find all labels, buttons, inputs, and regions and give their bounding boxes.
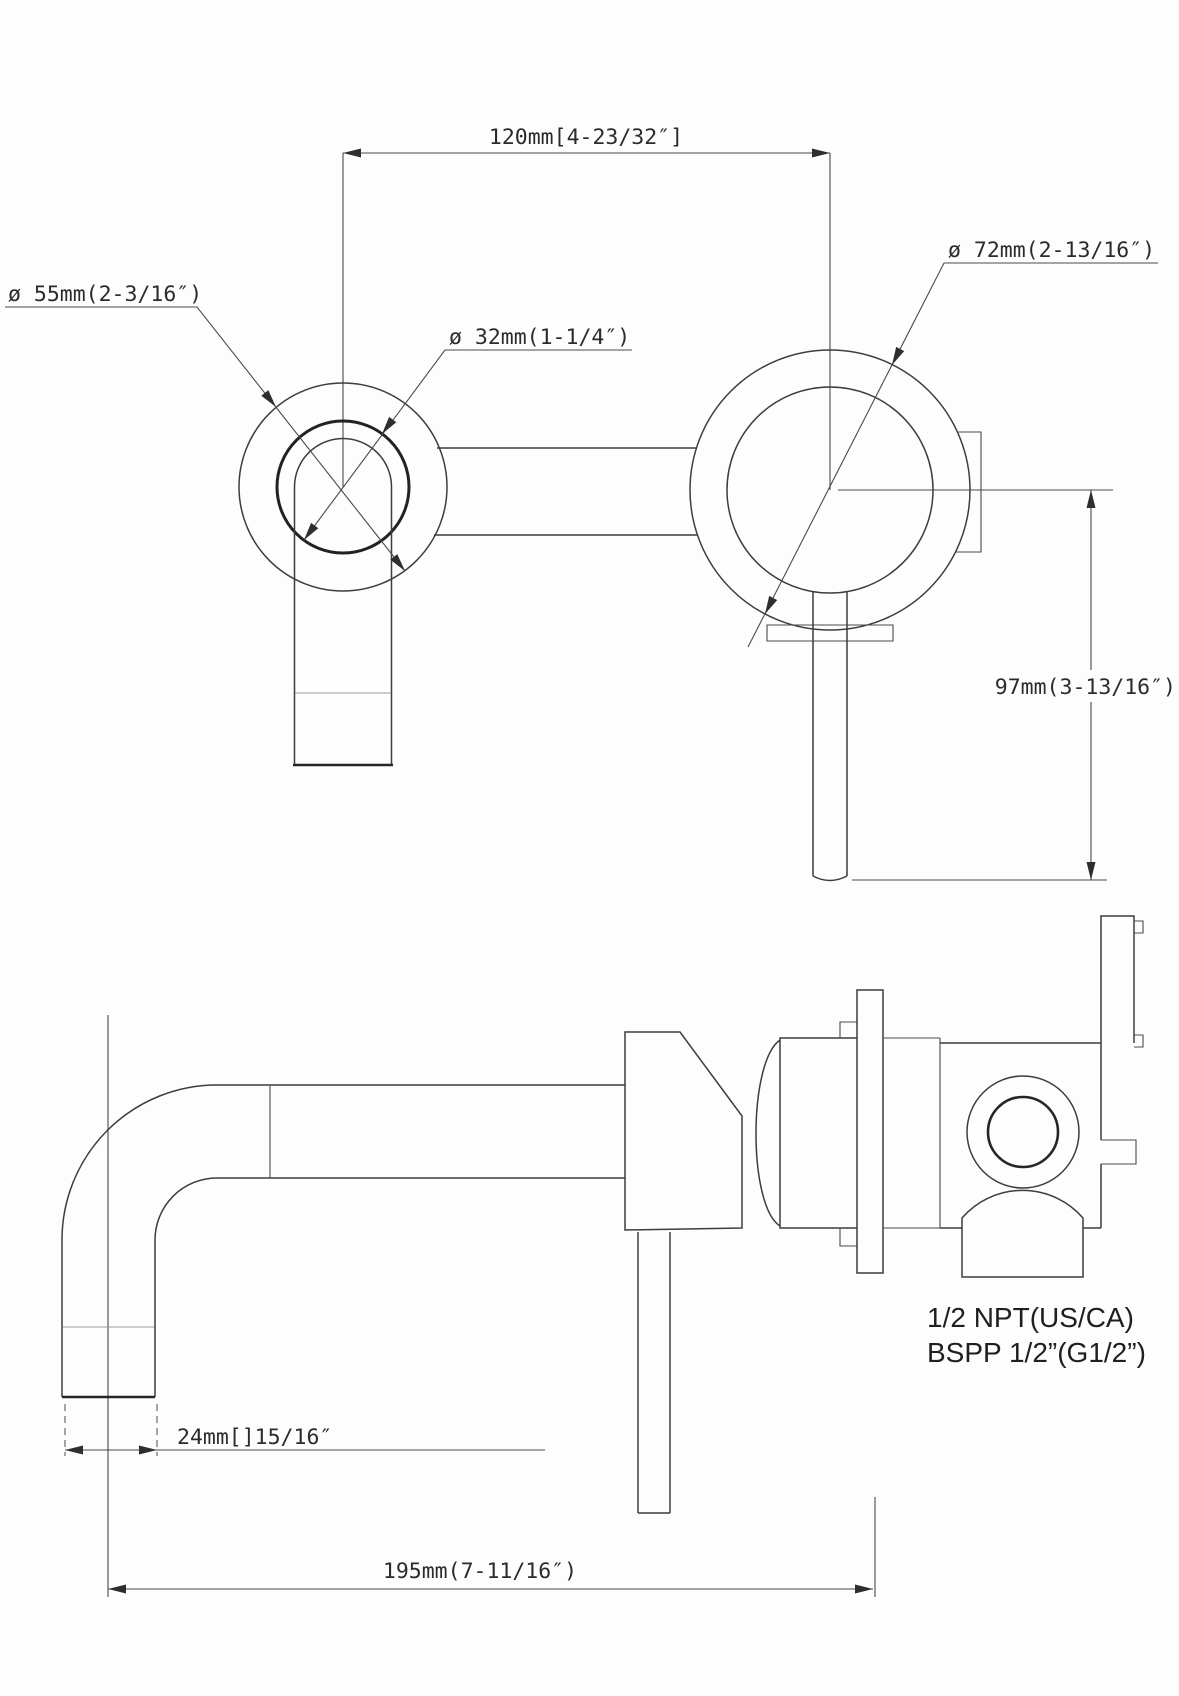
spout-end-dim-text: 24mm[]15/16″ [177,1425,332,1450]
bottom-port-dome [961,1189,1084,1278]
arrowhead [892,346,905,365]
handle-lever-side [637,1232,671,1514]
handle-lever-cap [812,875,848,882]
handle-drop-dim-text: 97mm(3-13/16″) [995,675,1176,700]
thread-note-line1: 1/2 NPT(US/CA) [927,1302,1134,1333]
cartridge-cylinder [779,1037,857,1229]
thread-note-line2: BSPP 1/2”(G1/2”) [927,1337,1146,1368]
spout-flange-dia-text: ø 55mm(2-3/16″) [8,282,202,307]
spout-tube-arc [293,437,393,488]
arrowhead-right [139,1445,157,1455]
arrowhead-right [855,1584,873,1594]
cartridge-dome [755,1039,781,1227]
arrowhead [382,416,397,434]
wall-flange [856,989,884,1274]
arrowhead-left [343,148,361,158]
arrowhead-left [65,1445,83,1455]
fitting-notches [1134,920,1144,1048]
arrowhead-up [1086,490,1096,508]
valve-trim-circle [726,386,934,594]
valve-flange-circle [689,349,971,631]
valve-flange-dia-leader [747,262,1158,648]
arrowhead-right [812,148,830,158]
arrowhead [390,554,405,571]
valve-neck [883,1037,941,1229]
front-view: 120mm[4-23/32″] ø 55mm(2-3/16″) ø 32mm(1… [5,125,1176,882]
side-view: 24mm[]15/16″ 1/2 NPT(US/CA) BSPP 1/2”(G1… [61,915,1146,1597]
inlet-port-outer-circle [966,1075,1080,1189]
arrowhead [304,522,319,540]
valve-body-outline [940,1042,1102,1229]
reach-dim-text: 195mm(7-11/16″) [383,1559,577,1584]
connecting-body-bar [434,447,697,536]
handle-lever-sides [812,592,848,876]
spout-tube-sides [293,487,393,765]
spout-flange-dia-leader [5,306,406,572]
spout-inner-profile [154,1177,625,1397]
arrowhead-left [108,1584,126,1594]
top-supply-fitting [1100,915,1135,1043]
inlet-port-inner-circle [986,1095,1060,1169]
spout-flange-circle [238,382,448,592]
arrowhead [261,390,276,407]
valve-side-tab [956,431,982,553]
width-dim-text: 120mm[4-23/32″] [489,125,683,150]
cartridge-tabs [839,1021,857,1247]
spout-escutcheon-plate [624,1031,743,1231]
side-port-stub [1101,1139,1137,1165]
valve-flange-dia-text: ø 72mm(2-13/16″) [948,238,1155,263]
spout-dia-leader [303,349,632,541]
arrowhead [765,595,778,614]
spout-dia-text: ø 32mm(1-1/4″) [449,325,630,350]
spout-outer-profile [61,1084,625,1397]
tip-extension-marks [64,1404,158,1456]
arrowhead-down [1086,862,1096,880]
valve-bottom-plate [766,624,894,642]
spout-base-circle [275,419,411,555]
